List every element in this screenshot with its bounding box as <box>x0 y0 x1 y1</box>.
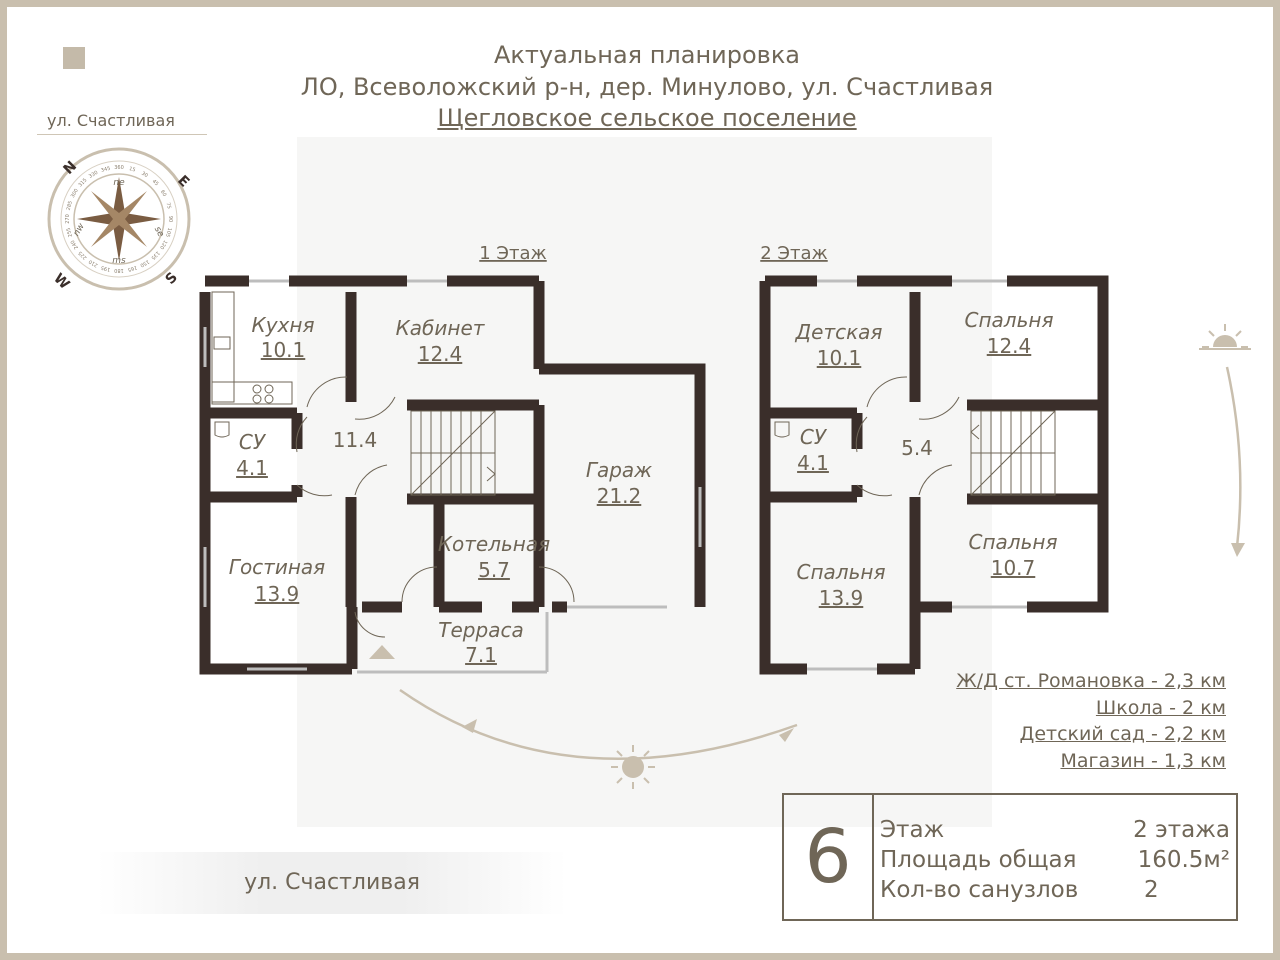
compass-degree-label: 45 <box>151 179 160 188</box>
title-line-2: ЛО, Всеволожский р-н, дер. Минулово, ул.… <box>300 73 994 101</box>
title-line-1: Актуальная планировка <box>493 41 801 69</box>
room-boiler-name: Котельная <box>438 532 550 556</box>
room-hall-2-area: 5.4 <box>901 436 933 460</box>
room-bath-1-area: 4.1 <box>236 456 268 480</box>
street-line-top <box>37 134 207 135</box>
entrance-arrow-icon <box>369 645 395 659</box>
compass-degree-label: 150 <box>139 258 150 268</box>
compass-w: W <box>50 271 72 293</box>
room-living-name: Гостиная <box>229 555 325 579</box>
compass-degree-label: 240 <box>70 239 80 250</box>
compass-degree-label: 330 <box>88 170 99 180</box>
distance-school: Школа - 2 км <box>1095 697 1226 719</box>
floor-2-label: 2 Этаж <box>760 243 827 264</box>
info-box: 6 Этаж 2 этажа Площадь общая 160.5м² Кол… <box>782 793 1238 921</box>
room-study-area: 12.4 <box>418 342 463 366</box>
room-study-name: Кабинет <box>396 316 486 340</box>
room-kids-name: Детская <box>795 320 883 344</box>
compass-degree-label: 345 <box>100 166 111 174</box>
room-living-area: 13.9 <box>255 582 300 606</box>
room-bedroom-2-name: Спальня <box>797 560 886 584</box>
sun-arrow-down-icon <box>1231 543 1245 557</box>
compass-degree-label: 225 <box>77 250 88 261</box>
sun-arrow-left-icon <box>462 719 477 733</box>
compass-degree-label: 75 <box>165 202 172 210</box>
room-bedroom-2-area: 13.9 <box>819 586 864 610</box>
room-kitchen-area: 10.1 <box>261 338 306 362</box>
room-garage-area: 21.2 <box>597 484 642 508</box>
room-bedroom-3-name: Спальня <box>969 530 1058 554</box>
compass-ne: ne <box>113 178 125 188</box>
floor-1-label: 1 Этаж <box>479 243 546 264</box>
room-bedroom-1-name: Спальня <box>965 308 1054 332</box>
sun-path-right <box>1225 366 1242 548</box>
compass-ms: ms <box>112 256 126 266</box>
lot-number: 6 <box>784 795 874 919</box>
compass-degree-label: 135 <box>150 250 161 261</box>
compass-degree-label: 270 <box>65 214 71 224</box>
room-hall-1-area: 11.4 <box>333 428 378 452</box>
distance-shop: Магазин - 1,3 км <box>1060 750 1226 772</box>
compass-degree-label: 180 <box>114 267 124 273</box>
compass-degree-label: 165 <box>127 264 138 272</box>
info-floors-value: 2 этажа <box>1133 817 1230 843</box>
compass-degree-label: 210 <box>88 258 99 268</box>
compass-degree-label: 105 <box>164 227 172 238</box>
sun-icon-bottom <box>611 745 655 789</box>
compass-degree-label: 300 <box>70 188 80 199</box>
compass-se: se <box>152 225 166 239</box>
watermark-bg <box>297 137 992 827</box>
room-kids-area: 10.1 <box>817 346 862 370</box>
floor-1-plan: 1 Этаж <box>199 243 706 675</box>
title-line-3: Щегловское сельское поселение <box>437 104 857 132</box>
compass-degree-label: 120 <box>158 239 168 250</box>
compass-degree-label: 15 <box>128 166 136 173</box>
compass-degree-label: 30 <box>140 171 149 179</box>
room-terrace-name: Терраса <box>438 618 523 642</box>
logo-square <box>63 47 85 69</box>
toilet-icon-2 <box>774 421 790 438</box>
compass-degree-label: 315 <box>77 177 88 188</box>
distance-station: Ж/Д ст. Романовка - 2,3 км <box>956 670 1226 692</box>
room-terrace-area: 7.1 <box>465 643 497 667</box>
info-bathrooms-value: 2 <box>1144 877 1159 903</box>
room-bath-2-area: 4.1 <box>797 451 829 475</box>
room-bedroom-3-area: 10.7 <box>991 556 1036 580</box>
sun-path-bottom <box>399 688 798 760</box>
room-bedroom-1-area: 12.4 <box>987 334 1032 358</box>
info-area-value: 160.5м² <box>1137 847 1230 873</box>
compass-degree-label: 195 <box>100 264 111 272</box>
info-floors-label: Этаж <box>880 817 945 843</box>
room-boiler-area: 5.7 <box>478 558 510 582</box>
street-label-bottom: ул. Счастливая <box>244 870 420 895</box>
room-garage-name: Гараж <box>586 458 652 482</box>
sun-arrow-right-icon <box>779 728 794 742</box>
street-label-top: ул. Счастливая <box>47 111 175 130</box>
compass-degree-label: 255 <box>66 227 74 238</box>
sun-icon-right <box>1199 324 1251 350</box>
room-bath-1-name: СУ <box>239 430 267 454</box>
info-area-label: Площадь общая <box>880 847 1077 873</box>
floor-2-plan: 2 Этаж <box>759 243 1109 675</box>
street-label-bottom-band: ул. Счастливая <box>97 852 567 914</box>
room-bath-2-name: СУ <box>800 425 828 449</box>
compass-degree-label: 60 <box>159 189 167 198</box>
compass-degree-label: 360 <box>114 165 124 171</box>
room-kitchen-name: Кухня <box>252 313 315 337</box>
distance-kindergarten: Детский сад - 2,2 км <box>1019 723 1227 745</box>
toilet-icon <box>214 421 230 438</box>
info-bathrooms-label: Кол-во санузлов <box>880 877 1079 903</box>
compass-degree-label: 285 <box>66 200 74 211</box>
compass-e: E <box>174 173 192 191</box>
compass-degree-label: 90 <box>167 216 173 222</box>
